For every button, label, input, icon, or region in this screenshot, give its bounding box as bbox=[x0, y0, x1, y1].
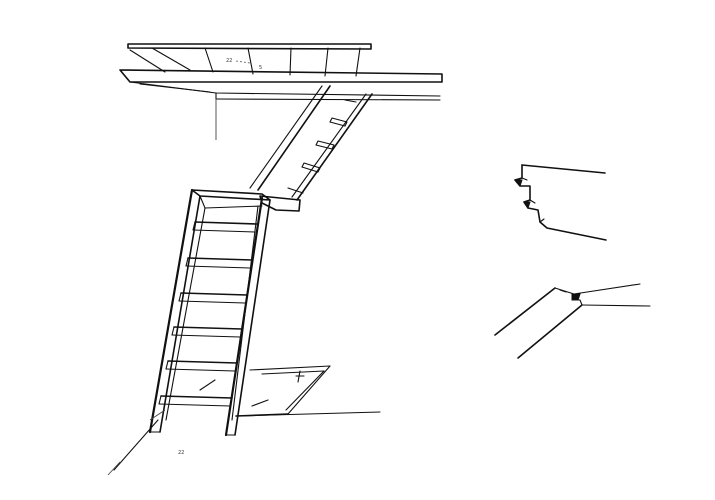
ladder-treads bbox=[158, 221, 258, 407]
loft-framing: 22 5 bbox=[119, 43, 443, 140]
joint-detail-notched bbox=[494, 283, 651, 359]
floor-hatch bbox=[199, 365, 331, 417]
floor-edge: 22 bbox=[107, 409, 381, 476]
joint-detail-stepped bbox=[513, 164, 607, 241]
upper-ladder bbox=[249, 85, 373, 212]
floor-note: 22 bbox=[178, 450, 184, 456]
main-ladder bbox=[148, 188, 271, 437]
beam-note-small: 5 bbox=[259, 65, 262, 71]
beam-note: 22 bbox=[226, 58, 232, 64]
